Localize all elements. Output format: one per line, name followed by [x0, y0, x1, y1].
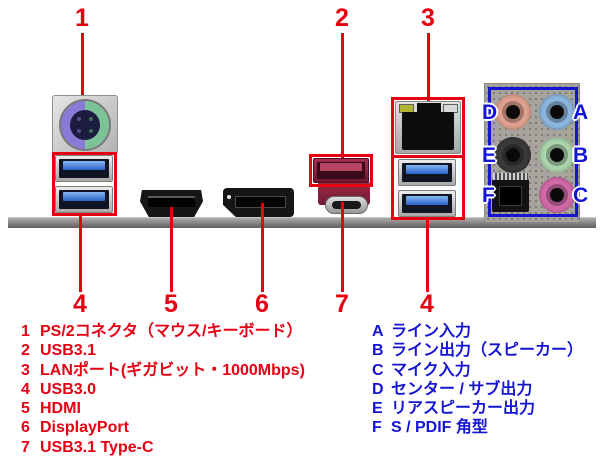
- usb3-port: [398, 190, 456, 217]
- center-sub-jack: [495, 94, 531, 130]
- usb31-port: [313, 158, 369, 183]
- callout-number-3: 3: [421, 4, 435, 32]
- rear-speaker-jack: [495, 137, 531, 173]
- callout-number-4-right: 4: [420, 290, 434, 318]
- line-in-jack: [539, 94, 575, 130]
- jack-letter-f: F: [482, 184, 495, 207]
- ps2-port: [59, 99, 111, 151]
- displayport-port: [223, 188, 294, 217]
- callout-number-2: 2: [335, 4, 349, 32]
- mic-jack: [539, 177, 575, 213]
- callout-number-4-left: 4: [73, 290, 87, 318]
- callout-number-1: 1: [75, 4, 89, 32]
- callout-number-6: 6: [255, 290, 269, 318]
- audio-highlight-box: [488, 87, 578, 217]
- usb-c-port: [325, 196, 368, 214]
- jack-letter-a: A: [573, 101, 589, 124]
- usb3-port: [55, 186, 113, 213]
- line-out-jack: [539, 137, 575, 173]
- callout-number-7: 7: [335, 290, 349, 318]
- spdif-port: [492, 173, 529, 212]
- usb3-left-highlight-box: [52, 152, 117, 216]
- callout-line-7: [341, 202, 344, 292]
- usb3-right-highlight-box: [391, 155, 465, 220]
- usb3-port: [398, 159, 456, 186]
- callout-number-5: 5: [164, 290, 178, 318]
- jack-letter-c: C: [573, 184, 589, 207]
- callout-line-4-right: [426, 218, 429, 292]
- jack-letter-e: E: [482, 144, 497, 167]
- callout-line-3: [427, 33, 430, 101]
- lan-highlight-box: [391, 97, 465, 158]
- callout-line-5: [170, 207, 173, 292]
- callout-line-1: [81, 33, 84, 127]
- callout-line-6: [261, 203, 264, 292]
- callout-line-4-left: [79, 216, 82, 292]
- jack-letter-d: D: [482, 101, 498, 124]
- usb3-port: [55, 155, 113, 182]
- ps2-pin-area: [70, 110, 100, 140]
- callout-line-2: [341, 33, 344, 158]
- mounting-bracket-edge: [8, 217, 596, 228]
- jack-letter-b: B: [573, 144, 589, 167]
- usb31-highlight-box: [309, 154, 373, 187]
- lan-port: [402, 112, 454, 150]
